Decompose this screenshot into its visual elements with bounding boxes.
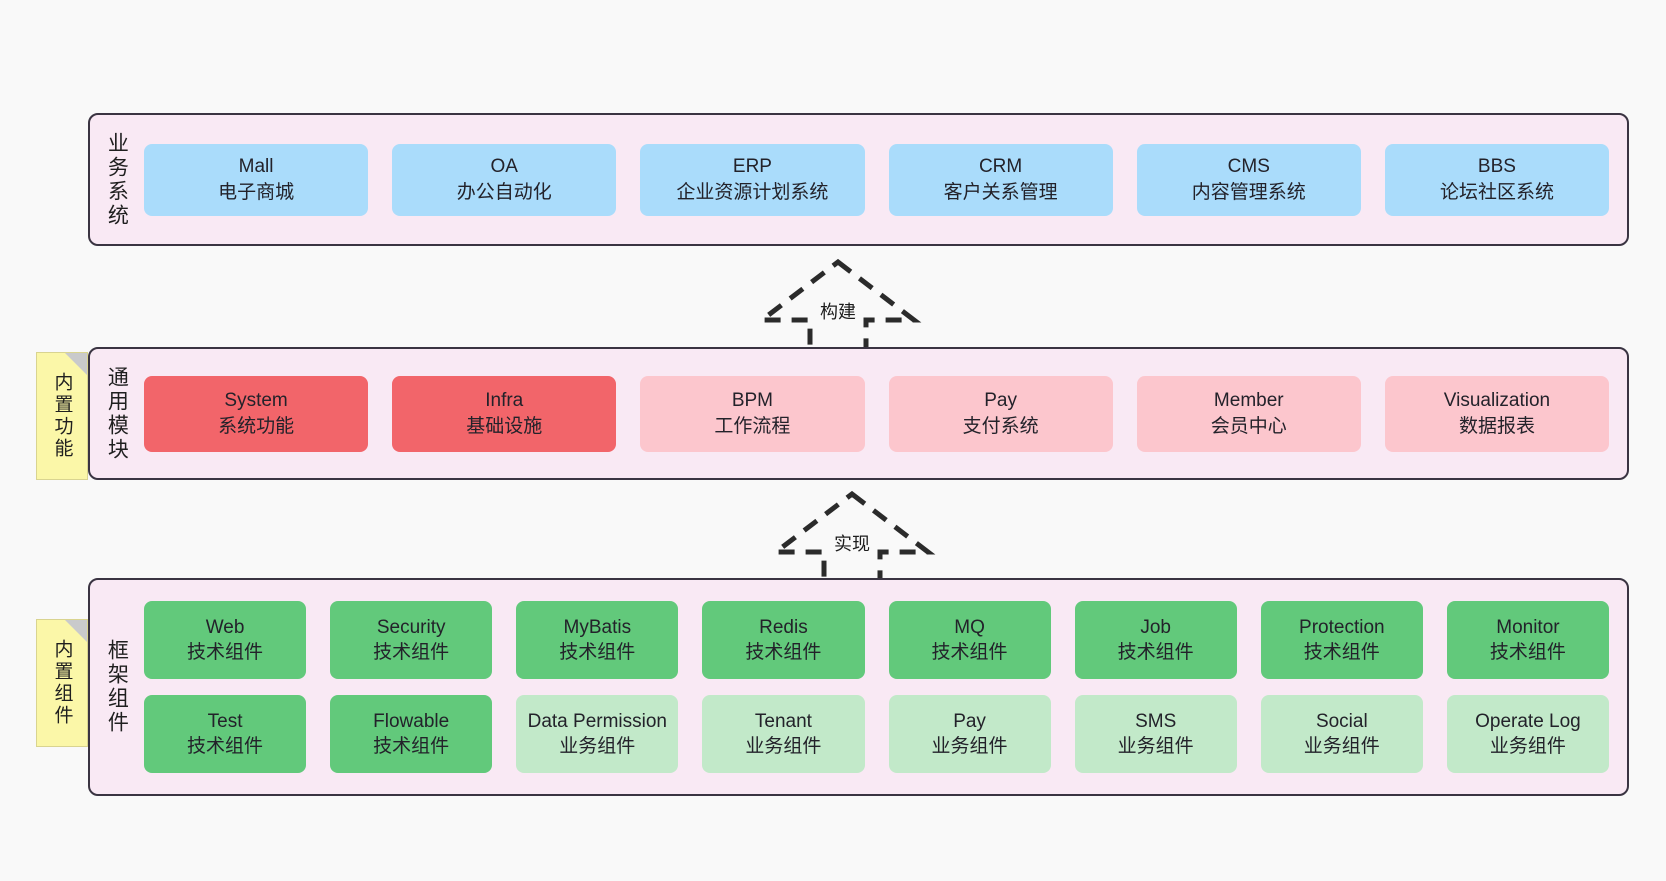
connector-build: 构建: [754, 258, 922, 357]
node-operate-log[interactable]: Operate Log 业务组件: [1446, 695, 1609, 773]
node-visualization[interactable]: Visualization 数据报表: [1384, 375, 1610, 452]
node-sms[interactable]: SMS 业务组件: [1074, 695, 1237, 773]
node-oa[interactable]: OA 办公自动化: [392, 143, 617, 216]
node-bbs[interactable]: BBS 论坛社区系统: [1384, 143, 1610, 216]
dashed-hollow-arrow-up-icon: [768, 490, 936, 589]
note-builtin-features-label: 内置功能: [51, 372, 73, 460]
layer-framework-components: 框架组件 Web 技术组件 Security 技术组件 MyBatis 技术组件…: [88, 578, 1629, 796]
node-data-permission[interactable]: Data Permission 业务组件: [516, 695, 679, 773]
node-bpm[interactable]: BPM 工作流程: [640, 375, 865, 452]
node-cms[interactable]: CMS 内容管理系统: [1136, 143, 1361, 216]
node-member[interactable]: Member 会员中心: [1136, 375, 1361, 452]
node-mybatis[interactable]: MyBatis 技术组件: [516, 601, 679, 679]
node-mq[interactable]: MQ 技术组件: [888, 601, 1051, 679]
node-test[interactable]: Test 技术组件: [144, 695, 307, 773]
connector-implement-label: 实现: [834, 534, 870, 554]
note-fold-corner-icon: [65, 353, 87, 375]
node-job[interactable]: Job 技术组件: [1074, 601, 1237, 679]
node-pay-component[interactable]: Pay 业务组件: [888, 695, 1051, 773]
layer-title-framework-components: 框架组件: [105, 639, 129, 735]
connector-implement: 实现: [768, 490, 936, 589]
layer-title-business-systems: 业务系统: [105, 131, 129, 228]
node-crm[interactable]: CRM 客户关系管理: [888, 143, 1113, 216]
node-erp[interactable]: ERP 企业资源计划系统: [640, 143, 865, 216]
node-security[interactable]: Security 技术组件: [330, 601, 493, 679]
layer-body-business-systems: Mall 电子商城 OA 办公自动化 ERP 企业资源计划系统 CRM 客户关系…: [136, 115, 1627, 244]
node-web[interactable]: Web 技术组件: [144, 601, 307, 679]
node-tenant[interactable]: Tenant 业务组件: [702, 695, 865, 773]
layer-body-common-modules: System 系统功能 Infra 基础设施 BPM 工作流程 Pay 支付系统…: [136, 349, 1627, 478]
node-monitor[interactable]: Monitor 技术组件: [1446, 601, 1609, 679]
connector-build-label: 构建: [820, 302, 856, 322]
layer-title-common-modules: 通用模块: [105, 365, 129, 462]
note-fold-corner-icon: [65, 620, 87, 642]
node-row: Web 技术组件 Security 技术组件 MyBatis 技术组件 Redi…: [144, 601, 1609, 679]
node-row: System 系统功能 Infra 基础设施 BPM 工作流程 Pay 支付系统…: [144, 375, 1610, 452]
note-builtin-components: 内置组件: [36, 619, 88, 747]
node-row: Test 技术组件 Flowable 技术组件 Data Permission …: [144, 695, 1609, 773]
node-flowable[interactable]: Flowable 技术组件: [330, 695, 493, 773]
note-builtin-features: 内置功能: [36, 352, 88, 480]
node-redis[interactable]: Redis 技术组件: [702, 601, 865, 679]
node-social[interactable]: Social 业务组件: [1260, 695, 1423, 773]
dashed-hollow-arrow-up-icon: [754, 258, 922, 357]
layer-business-systems: 业务系统 Mall 电子商城 OA 办公自动化 ERP 企业资源计划系统 CRM: [88, 113, 1629, 246]
layer-common-modules: 通用模块 System 系统功能 Infra 基础设施 BPM 工作流程 Pay: [88, 347, 1629, 480]
node-infra[interactable]: Infra 基础设施: [392, 375, 617, 452]
layer-body-framework-components: Web 技术组件 Security 技术组件 MyBatis 技术组件 Redi…: [136, 580, 1627, 794]
node-system[interactable]: System 系统功能: [144, 375, 369, 452]
node-mall[interactable]: Mall 电子商城: [144, 143, 369, 216]
node-row: Mall 电子商城 OA 办公自动化 ERP 企业资源计划系统 CRM 客户关系…: [144, 143, 1610, 216]
node-pay-module[interactable]: Pay 支付系统: [888, 375, 1113, 452]
note-builtin-components-label: 内置组件: [51, 639, 73, 727]
node-protection[interactable]: Protection 技术组件: [1260, 601, 1423, 679]
